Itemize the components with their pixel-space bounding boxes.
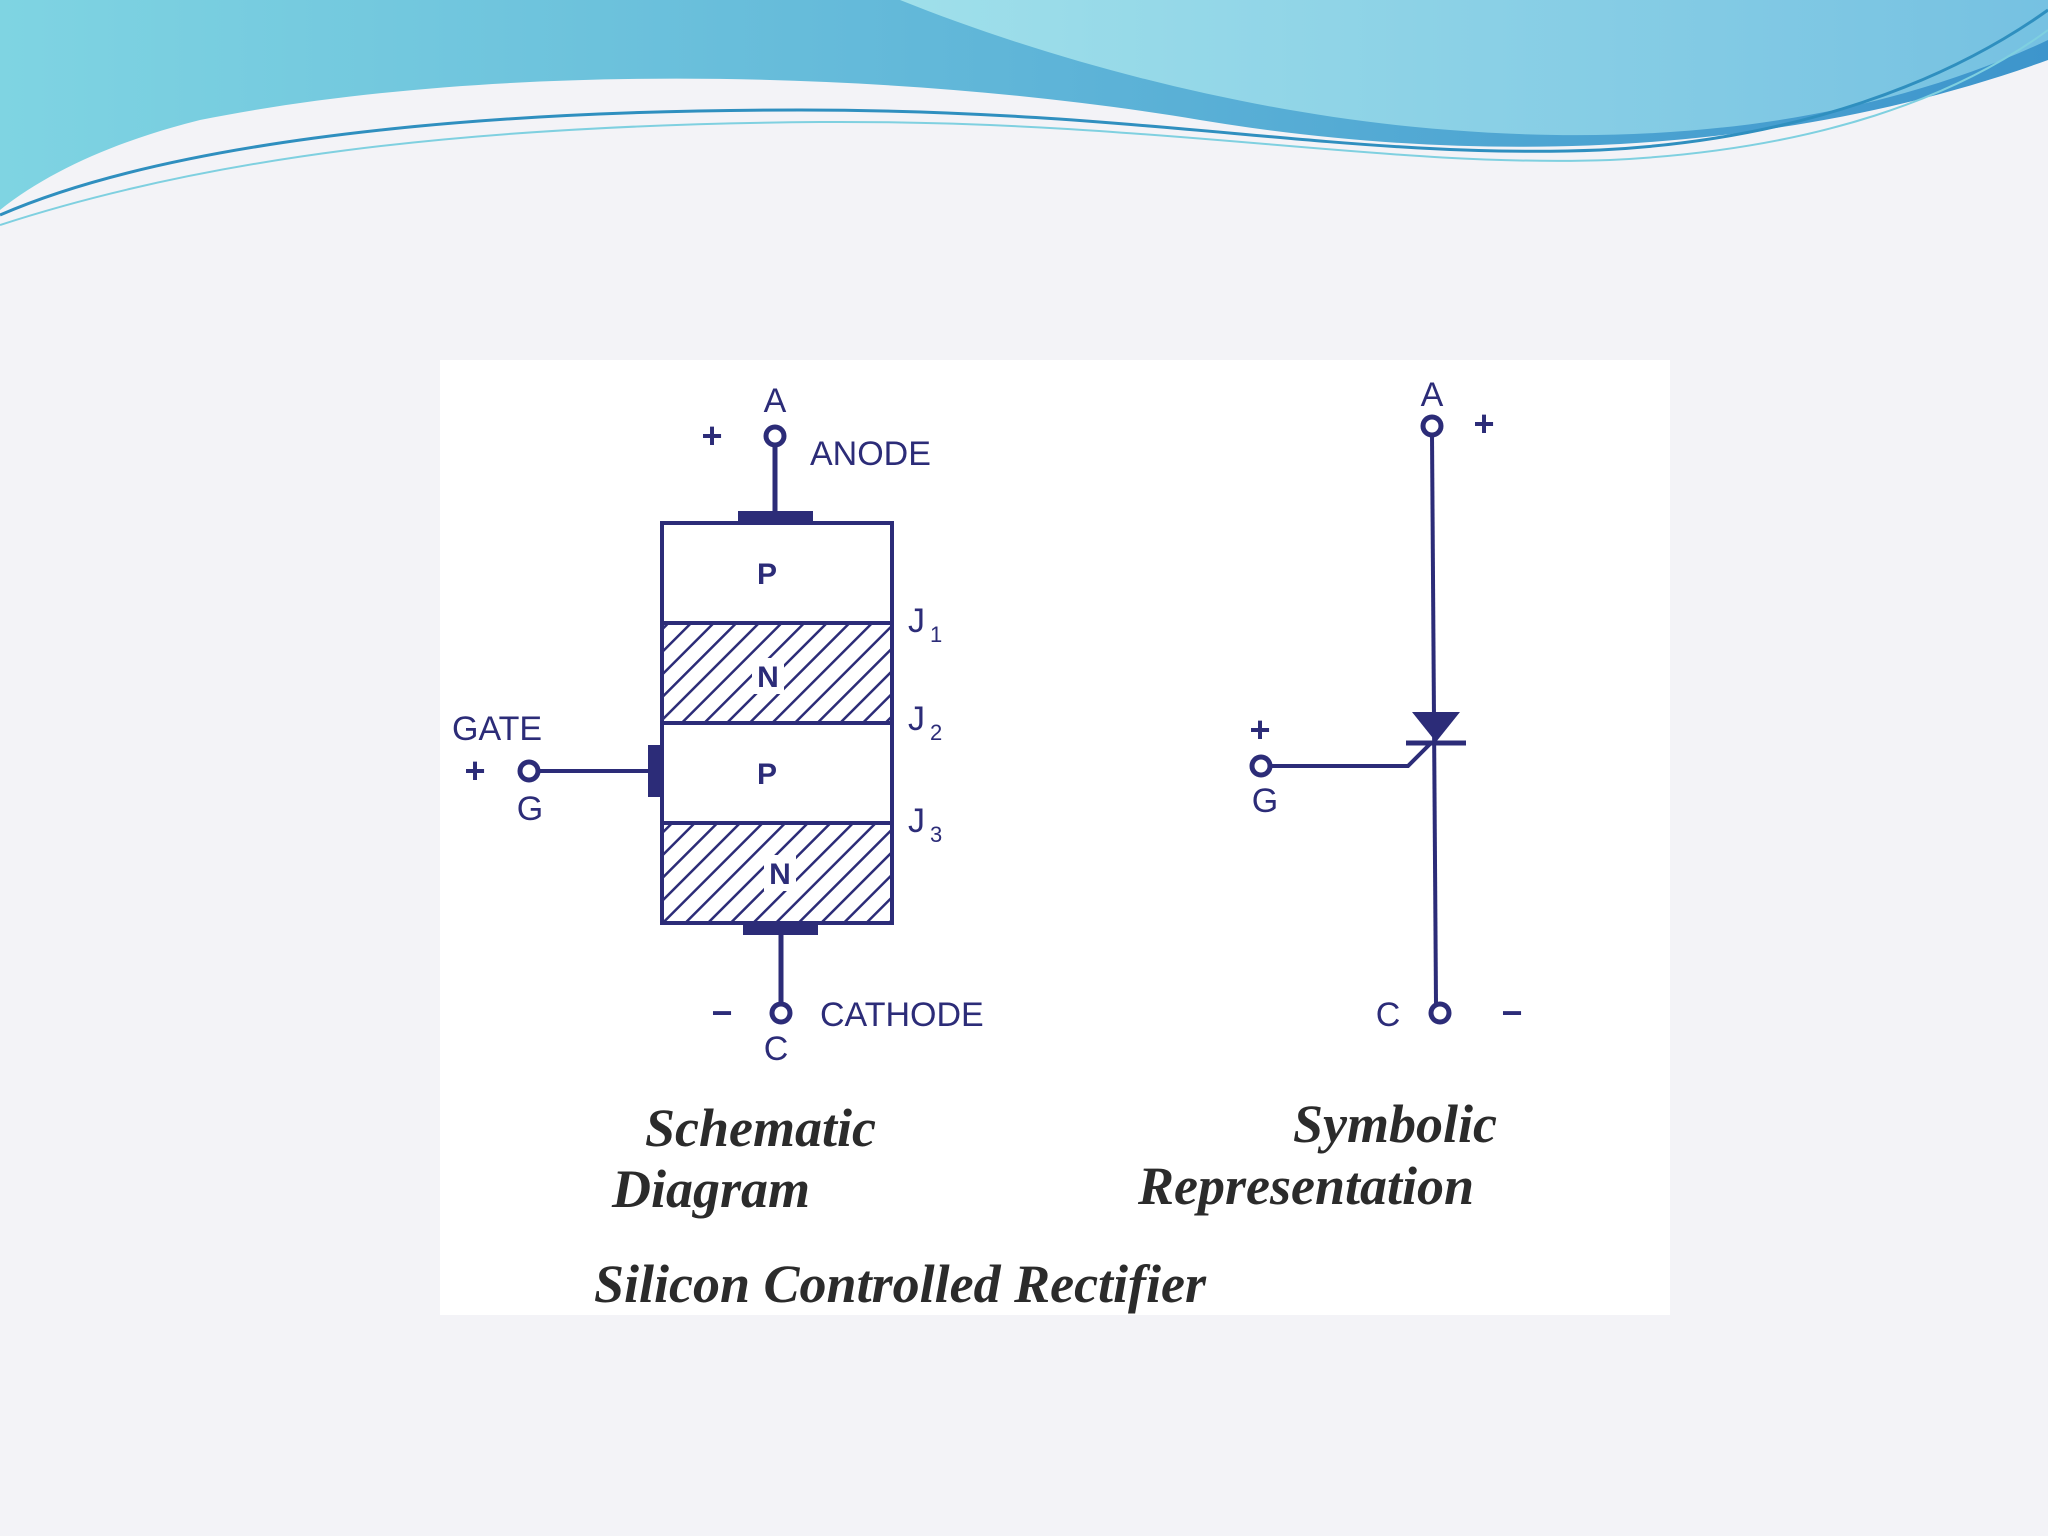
figure-title: Silicon Controlled Rectifier	[594, 1254, 1207, 1314]
svg-text:2: 2	[930, 720, 942, 745]
schematic-cathode-sign: −	[711, 992, 732, 1033]
schematic-diagram: A + ANODE P N P N J 1 J 2 J 3 GATE +	[452, 382, 984, 1068]
schematic-caption-line2: Diagram	[611, 1159, 810, 1219]
layer-p1	[660, 521, 894, 625]
symbolic-cathode-sign: −	[1501, 992, 1522, 1033]
symbolic-gate-sign: +	[1249, 709, 1270, 750]
schematic-cathode-terminal	[769, 1001, 793, 1025]
schematic-cathode-terminal-label: C	[764, 1030, 789, 1068]
schematic-anode-sign: +	[701, 415, 722, 456]
schematic-anode-label: ANODE	[810, 435, 931, 473]
symbolic-caption-line1: Symbolic	[1293, 1094, 1497, 1154]
diode-triangle-icon	[1412, 712, 1460, 742]
header-wave	[0, 0, 2048, 226]
symbolic-gate-terminal-label: G	[1252, 782, 1278, 820]
junction-j1-label: J 1	[908, 602, 942, 647]
diagram-panel	[440, 360, 1670, 1315]
layer-p2-label: P	[757, 758, 777, 791]
schematic-cathode-contact	[743, 923, 818, 935]
svg-text:1: 1	[930, 622, 942, 647]
layer-n2-label-bg	[764, 855, 796, 891]
schematic-gate-terminal	[517, 759, 541, 783]
layer-n2-label: N	[769, 858, 791, 891]
symbolic-cathode-terminal-label: C	[1376, 996, 1401, 1034]
layer-n1-label: N	[757, 661, 779, 694]
symbolic-caption-line2: Representation	[1137, 1156, 1474, 1216]
schematic-anode-contact	[738, 511, 813, 523]
symbolic-anode-terminal	[1420, 414, 1444, 438]
schematic-caption-line1: Schematic	[645, 1098, 876, 1158]
svg-text:J: J	[908, 802, 925, 840]
symbolic-gate-lead	[1270, 741, 1433, 768]
symbolic-gate-terminal	[1249, 754, 1273, 778]
svg-text:J: J	[908, 700, 925, 738]
schematic-cathode-label: CATHODE	[820, 996, 984, 1034]
junction-j3-label: J 3	[908, 802, 942, 847]
svg-text:3: 3	[930, 822, 942, 847]
layer-n1-label-bg	[752, 658, 784, 694]
symbolic-diagram: A + + G C −	[1249, 376, 1522, 1034]
svg-text:J: J	[908, 602, 925, 640]
layer-p1-label: P	[757, 558, 777, 591]
symbolic-anode-sign: +	[1473, 403, 1494, 444]
schematic-gate-contact	[648, 745, 662, 797]
junction-j2-label: J 2	[908, 700, 942, 745]
symbolic-anode-terminal-label: A	[1421, 376, 1444, 414]
layer-p2	[660, 721, 894, 825]
schematic-gate-terminal-label: G	[517, 790, 543, 828]
schematic-gate-label: GATE	[452, 710, 542, 748]
schematic-anode-terminal	[763, 424, 787, 448]
symbolic-cathode-terminal	[1428, 1001, 1452, 1025]
schematic-gate-sign: +	[464, 750, 485, 791]
schematic-anode-terminal-label: A	[764, 382, 787, 420]
